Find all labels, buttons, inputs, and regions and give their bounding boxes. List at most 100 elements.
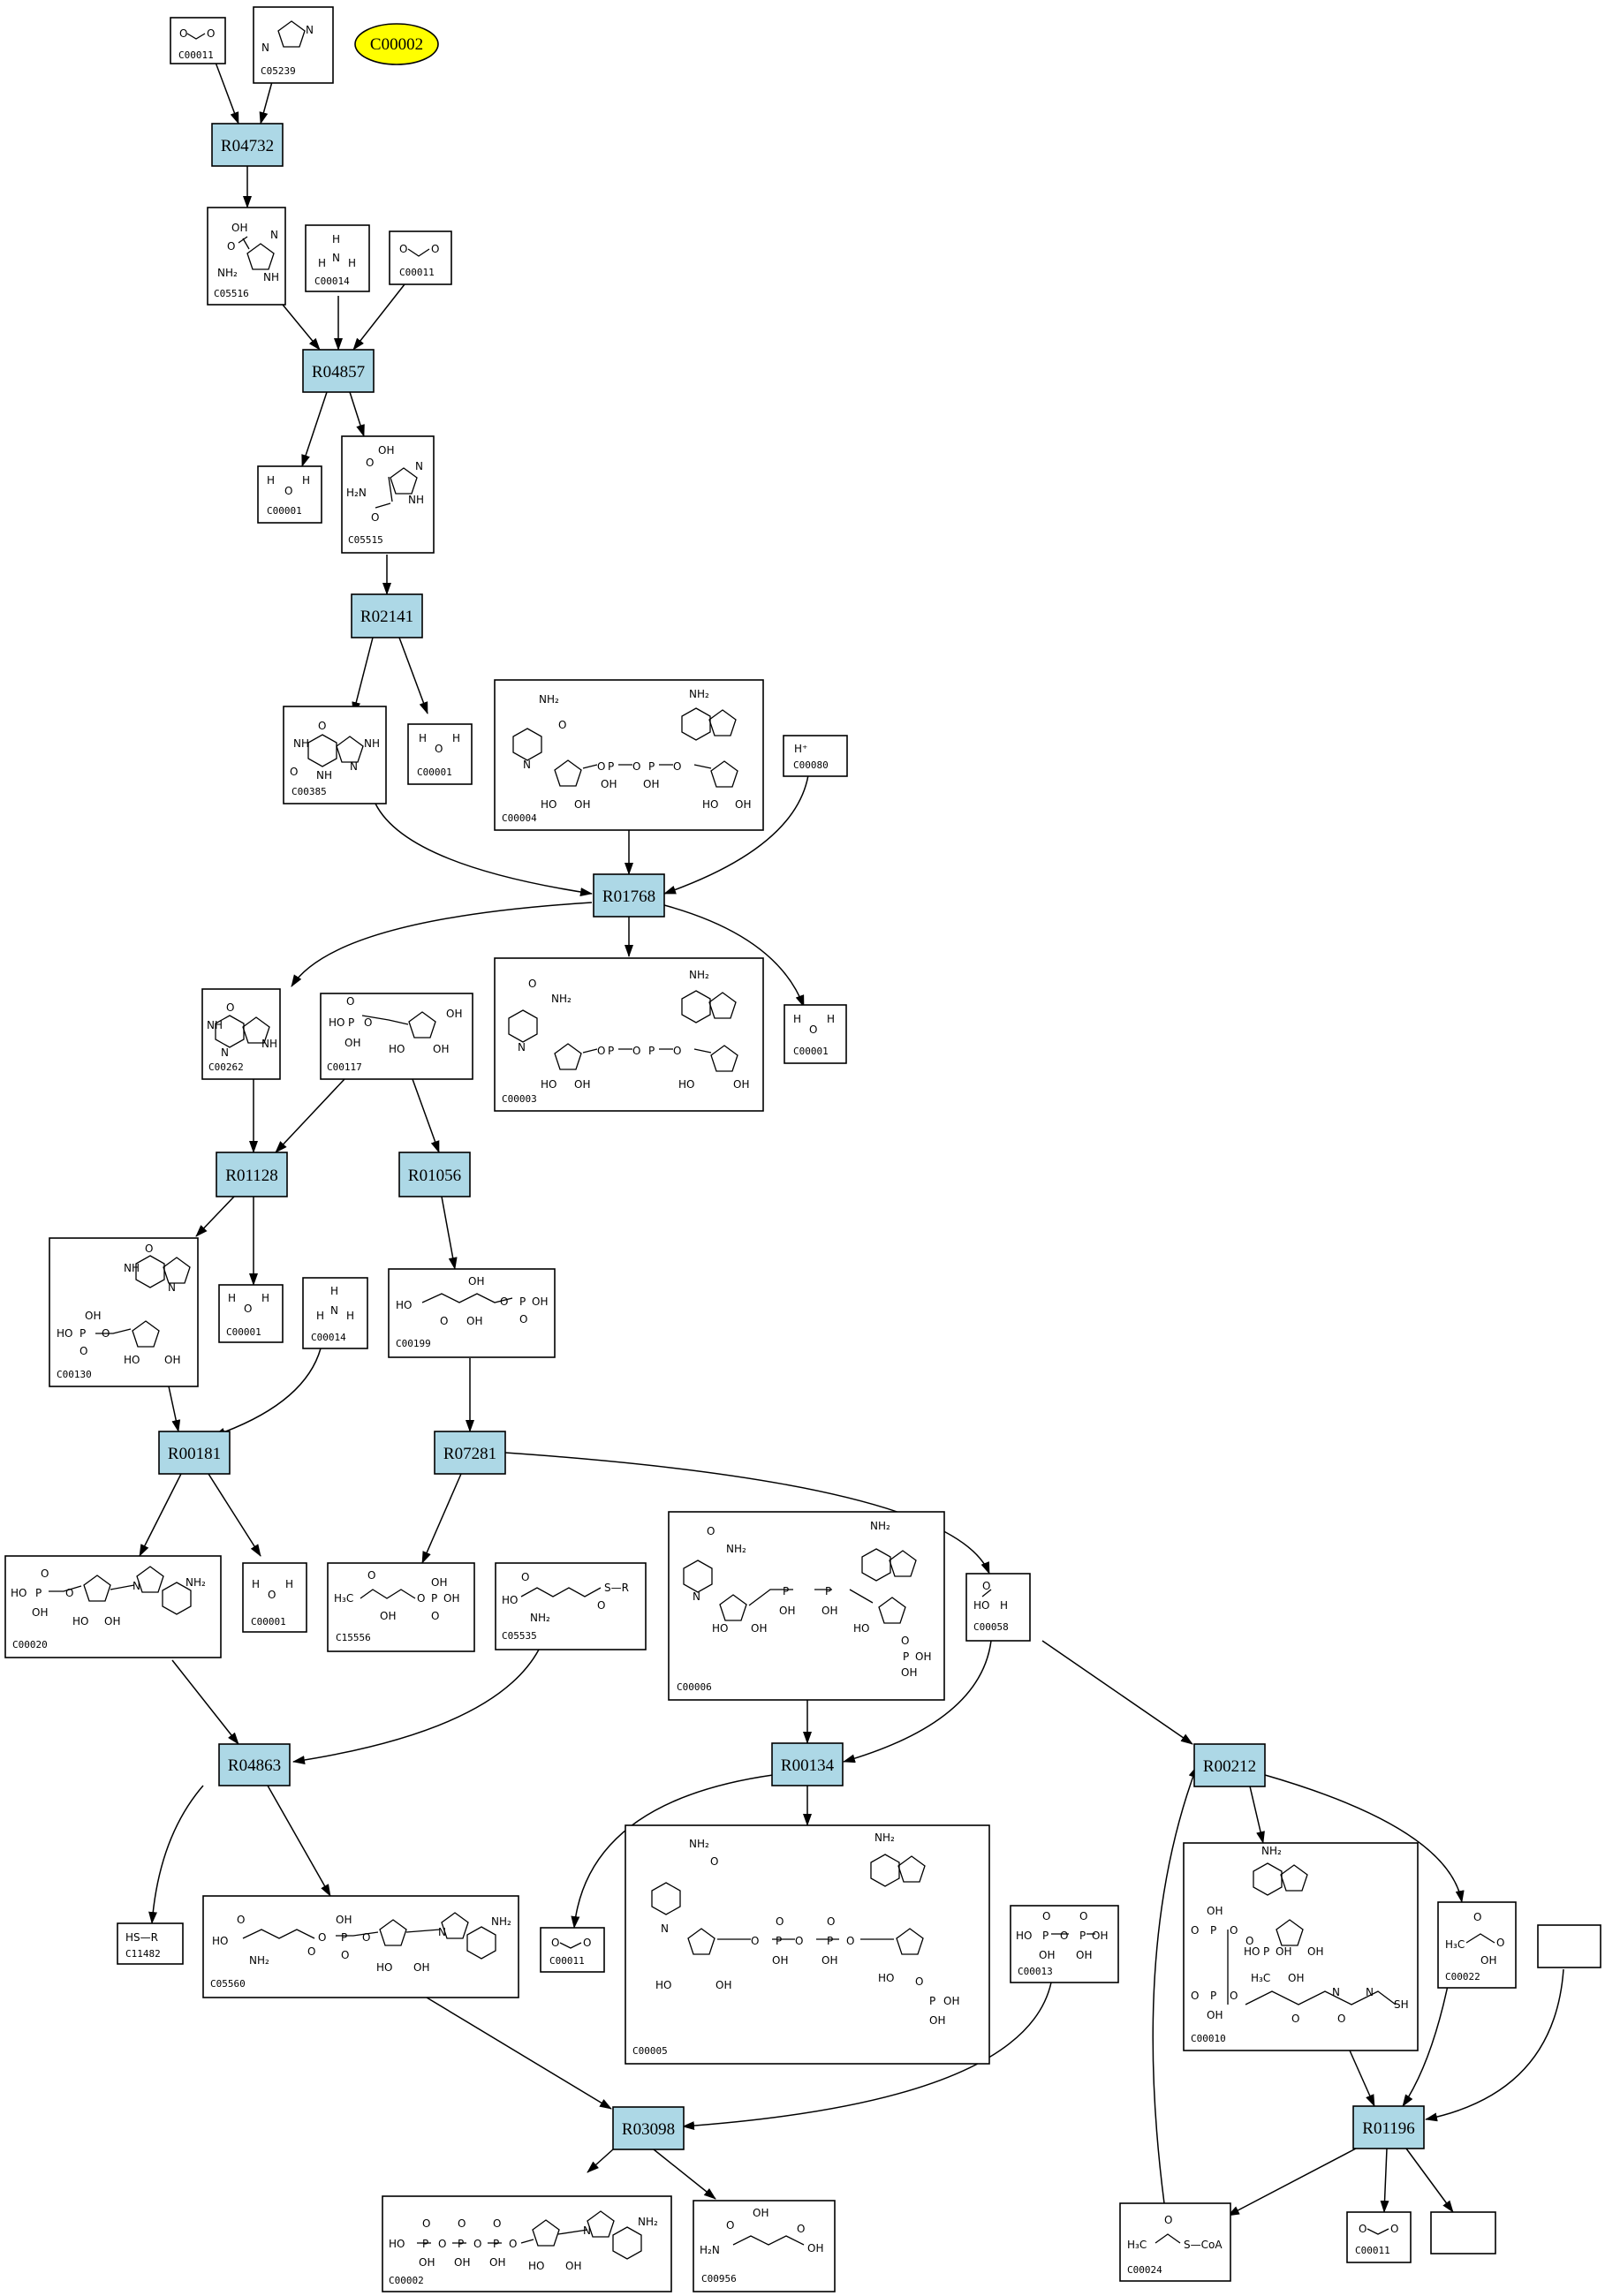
compound-node[interactable]: NH₂ O N O P O P O OH OH NH₂ HO OH HO OH …: [494, 679, 764, 831]
atom-label: P: [827, 1935, 833, 1947]
atom-label: P: [648, 760, 655, 773]
atom-label: OH: [1480, 1954, 1496, 1967]
atom-label: HO: [655, 1979, 671, 1991]
reaction-node[interactable]: R01128: [216, 1152, 288, 1197]
compound-label: C05515: [348, 534, 383, 546]
compound-node[interactable]: O HO P O OH N NH₂ HO OH C00020: [4, 1555, 222, 1658]
atom-label: OH: [601, 778, 617, 790]
atom-label: O: [776, 1915, 784, 1928]
edge: [504, 1452, 990, 1575]
compound-node[interactable]: O O C00011: [540, 1927, 605, 1973]
atom-label: O: [493, 2217, 501, 2230]
compound-node[interactable]: H N H H C00014: [302, 1277, 368, 1349]
atom-label: OH: [380, 1610, 396, 1622]
atom-label: OH: [753, 2207, 768, 2219]
compound-node[interactable]: O O HO P O P OH OH OH C00013: [1010, 1905, 1119, 1983]
atom-label: OH: [929, 2014, 945, 2027]
compound-label: C00022: [1445, 1971, 1480, 1983]
atom-label: NH₂: [726, 1543, 746, 1555]
edge: [441, 1196, 458, 1270]
edge: [195, 1196, 235, 1237]
compound-node[interactable]: HS—R C11482: [117, 1922, 184, 1965]
atom-label: O: [915, 1975, 923, 1988]
atom-label: N: [168, 1281, 176, 1294]
atom-label: NH₂: [689, 688, 709, 700]
compound-node[interactable]: H O H C00001: [257, 465, 322, 524]
compound-node[interactable]: O NH N NH C00262: [201, 988, 281, 1080]
compound-node[interactable]: [1430, 2211, 1496, 2254]
atom-label: P: [1210, 1990, 1216, 2002]
compound-node[interactable]: H O H C00001: [218, 1284, 284, 1343]
compound-node[interactable]: HO P O P O P O O O O OH OH OH N NH₂ HO O…: [382, 2195, 672, 2292]
compound-node[interactable]: O H₃C OH O P OH OH O C15556: [327, 1562, 475, 1652]
atom-label: H₃C: [334, 1592, 353, 1605]
compound-node[interactable]: O NH₂ N O P O P O NH₂ HO OH HO OH C00003: [494, 957, 764, 1112]
reaction-node[interactable]: R04732: [211, 123, 284, 167]
reaction-node[interactable]: R00134: [771, 1742, 844, 1786]
atom-label: HO: [502, 1594, 518, 1606]
compound-node[interactable]: O O C00011: [1346, 2211, 1412, 2263]
reaction-node[interactable]: R07281: [434, 1431, 506, 1475]
compound-node[interactable]: NH₂ OH O P O O P OH HO OH O P O OH H₃C O…: [1183, 1842, 1419, 2051]
reaction-node[interactable]: R01196: [1352, 2105, 1425, 2149]
compound-node[interactable]: O NH O NH NH N C00385: [283, 706, 387, 804]
atom-label: NH₂: [689, 1838, 709, 1850]
reaction-node[interactable]: R01056: [398, 1152, 471, 1197]
compound-label: C00001: [226, 1326, 261, 1338]
atom-label: N: [438, 1926, 446, 1938]
compound-node[interactable]: O O C00011: [170, 17, 226, 64]
compound-node[interactable]: H O H C00001: [784, 1004, 847, 1064]
atom-label: N: [270, 229, 278, 241]
atom-label: NH₂: [249, 1954, 269, 1967]
atom-label: O: [673, 1045, 681, 1057]
compound-label: C00001: [417, 767, 452, 778]
compound-node[interactable]: O HO P O OH OH HO OH C00117: [320, 993, 473, 1080]
highlight-node[interactable]: C00002: [354, 23, 439, 65]
atom-label: NH₂: [539, 693, 559, 706]
edge: [282, 304, 321, 351]
atom-label: H: [419, 732, 427, 744]
atom-label: N: [661, 1922, 669, 1935]
edge: [301, 391, 328, 467]
compound-node[interactable]: O HO NH₂ S—R O C05535: [495, 1562, 647, 1650]
atom-label: O: [290, 766, 298, 778]
reaction-node[interactable]: R04857: [302, 349, 375, 393]
reaction-node[interactable]: R00181: [158, 1431, 231, 1475]
atom-label: HO: [72, 1615, 88, 1628]
atom-label: O: [65, 1587, 73, 1599]
compound-node[interactable]: O HO NH₂ O O P OH O O N NH₂ HO OH C05560: [202, 1895, 519, 1998]
compound-node[interactable]: N N C05239: [253, 6, 334, 84]
compound-node[interactable]: H O H C00001: [407, 723, 473, 785]
atom-label: N: [350, 760, 358, 773]
reaction-node[interactable]: R02141: [351, 593, 423, 638]
compound-label: C00199: [396, 1338, 431, 1349]
reaction-label: R07281: [443, 1445, 496, 1463]
reaction-node[interactable]: R03098: [612, 2106, 685, 2150]
compound-node[interactable]: H⁺ C00080: [783, 735, 848, 777]
compound-node[interactable]: O H₃C S—CoA C00024: [1119, 2202, 1231, 2282]
compound-node[interactable]: O O C00011: [389, 230, 452, 285]
compound-node[interactable]: O HO H C00058: [965, 1573, 1031, 1642]
atom-label: HO: [528, 2260, 544, 2272]
compound-node[interactable]: O NH₂ N P P OH OH NH₂ HO OH HO O P OH OH…: [668, 1511, 945, 1701]
atom-label: H: [330, 1285, 338, 1297]
edge: [213, 1348, 322, 1437]
compound-node[interactable]: OH O H₂N N O NH C05515: [341, 435, 435, 554]
compound-node[interactable]: NH₂ O N O P O P O O O OH OH NH₂ HO OH HO…: [625, 1824, 990, 2065]
compound-node[interactable]: H N H H C00014: [305, 224, 370, 292]
atom-label: HO: [712, 1622, 728, 1635]
compound-node[interactable]: OH O H₂N O OH C00956: [693, 2200, 836, 2292]
reaction-node[interactable]: R01768: [593, 873, 665, 918]
compound-node[interactable]: O NH N OH HO P O O HO OH C00130: [49, 1237, 199, 1387]
reaction-node[interactable]: R00212: [1193, 1743, 1266, 1787]
atom-label: O: [632, 1045, 640, 1057]
atom-label: H: [252, 1578, 260, 1590]
reaction-node[interactable]: R04863: [218, 1743, 291, 1786]
compound-node[interactable]: O H₃C O OH C00022: [1437, 1901, 1517, 1989]
compound-node[interactable]: OH HO O OH O P OH O C00199: [388, 1268, 556, 1358]
compound-node[interactable]: [1537, 1924, 1601, 1968]
compound-node[interactable]: OH O NH₂ N NH C05516: [207, 207, 286, 306]
compound-node[interactable]: H O H C00001: [242, 1562, 307, 1633]
atom-label: O: [458, 2217, 466, 2230]
reaction-label: R04863: [228, 1756, 281, 1775]
